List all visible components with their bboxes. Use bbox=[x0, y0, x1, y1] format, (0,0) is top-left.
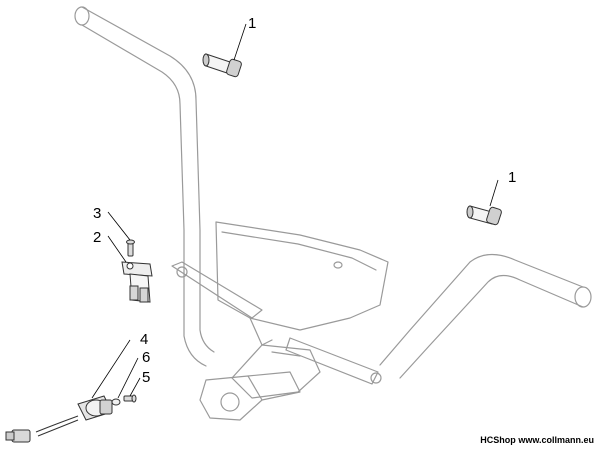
handlebar-frame bbox=[74, 6, 592, 421]
watermark-shop: HCShop bbox=[480, 435, 516, 445]
callout-6: 6 bbox=[142, 349, 150, 366]
callout-1-upper: 1 bbox=[248, 15, 256, 32]
callout-3: 3 bbox=[93, 205, 101, 222]
part-3-screw bbox=[126, 239, 135, 257]
part-1-upper bbox=[202, 53, 242, 78]
callout-1-right: 1 bbox=[508, 169, 516, 186]
leader-line-3 bbox=[107, 211, 131, 241]
part-5-screw bbox=[123, 394, 137, 403]
leader-line-1-upper bbox=[233, 23, 247, 61]
leader-line-5 bbox=[129, 377, 141, 397]
callout-4: 4 bbox=[140, 331, 148, 348]
leader-line-4 bbox=[91, 339, 131, 399]
leader-line-1-right bbox=[489, 179, 499, 207]
part-1-right bbox=[466, 205, 502, 226]
callout-5: 5 bbox=[142, 369, 150, 386]
leader-line-6 bbox=[117, 357, 139, 399]
watermark-site: www.collmann.eu bbox=[518, 435, 594, 445]
part-2-switch bbox=[121, 261, 153, 303]
leader-line-2 bbox=[107, 235, 127, 263]
callout-2: 2 bbox=[93, 229, 101, 246]
shop-watermark: HCShop www.collmann.eu bbox=[480, 435, 594, 445]
part-4-sensor bbox=[5, 395, 113, 443]
part-6-washer bbox=[111, 398, 121, 406]
